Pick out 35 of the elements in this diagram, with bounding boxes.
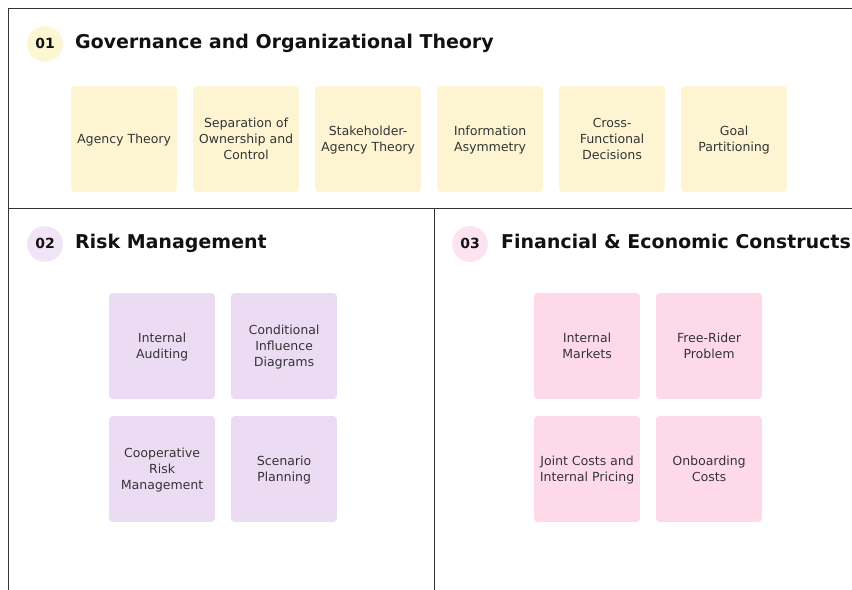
topic-note (231, 416, 337, 522)
topic-label: Scenario Planning (256, 453, 312, 485)
section-panel (8, 8, 852, 209)
topic-label: Onboarding Costs (671, 453, 747, 485)
topic-label: Joint Costs and Internal Pricing (538, 453, 636, 485)
topic-label: Goal Partitioning (697, 123, 771, 155)
topic-label: Information Asymmetry (452, 123, 528, 155)
topic-note (534, 293, 640, 399)
number-badge: 03 (452, 226, 488, 262)
topic-label: Cooperative Risk Management (120, 445, 204, 493)
topic-note (437, 86, 543, 192)
topic-label: Internal Markets (561, 330, 613, 362)
number-badge: 02 (27, 226, 63, 262)
topic-label: Conditional Influence Diagrams (248, 322, 320, 370)
section-title: Governance and Organizational Theory (75, 31, 494, 53)
section-title: Risk Management (75, 231, 267, 253)
topic-label: Internal Auditing (134, 330, 190, 362)
topic-note (231, 293, 337, 399)
topic-label: Cross-Functional Decisions (578, 115, 646, 163)
topic-note (656, 293, 762, 399)
topic-note (315, 86, 421, 192)
topic-label: Free-Rider Problem (676, 330, 742, 362)
topic-note (656, 416, 762, 522)
topic-label: Stakeholder-Agency Theory (320, 123, 416, 155)
section-title: Financial & Economic Constructs (501, 231, 851, 253)
topic-note (534, 416, 640, 522)
topic-label: Separation of Ownership and Control (198, 115, 294, 163)
topic-label: Agency Theory (77, 131, 171, 147)
number-badge: 01 (27, 26, 63, 62)
topic-note (71, 86, 177, 192)
topic-note (193, 86, 299, 192)
topic-note (109, 416, 215, 522)
topic-note (681, 86, 787, 192)
topic-note (559, 86, 665, 192)
topic-note (109, 293, 215, 399)
